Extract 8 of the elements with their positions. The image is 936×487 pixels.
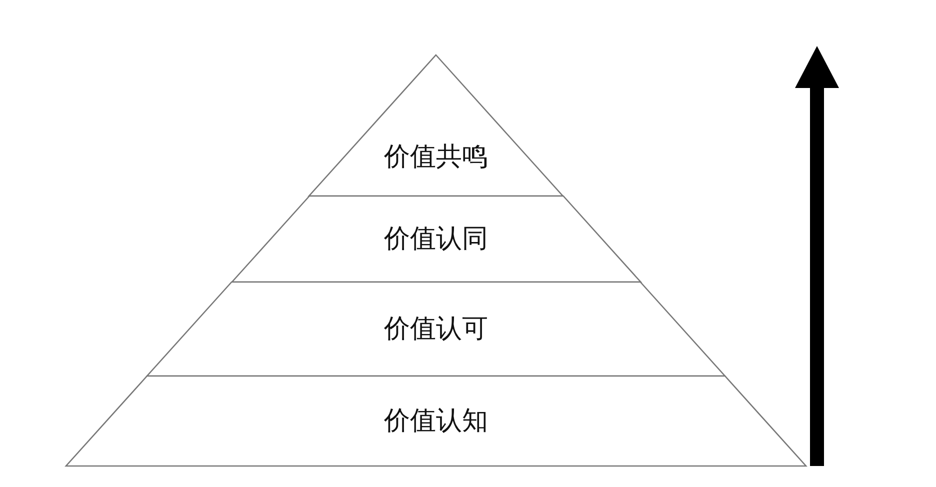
pyramid-level	[66, 376, 806, 466]
pyramid-level	[147, 282, 725, 376]
pyramid-top	[309, 55, 563, 196]
pyramid-level	[232, 196, 640, 282]
level-label: 价值认可	[384, 314, 488, 344]
level-label: 价值共鸣	[384, 142, 488, 172]
level-label: 价值认知	[384, 406, 488, 436]
level-label: 价值认同	[384, 224, 488, 254]
